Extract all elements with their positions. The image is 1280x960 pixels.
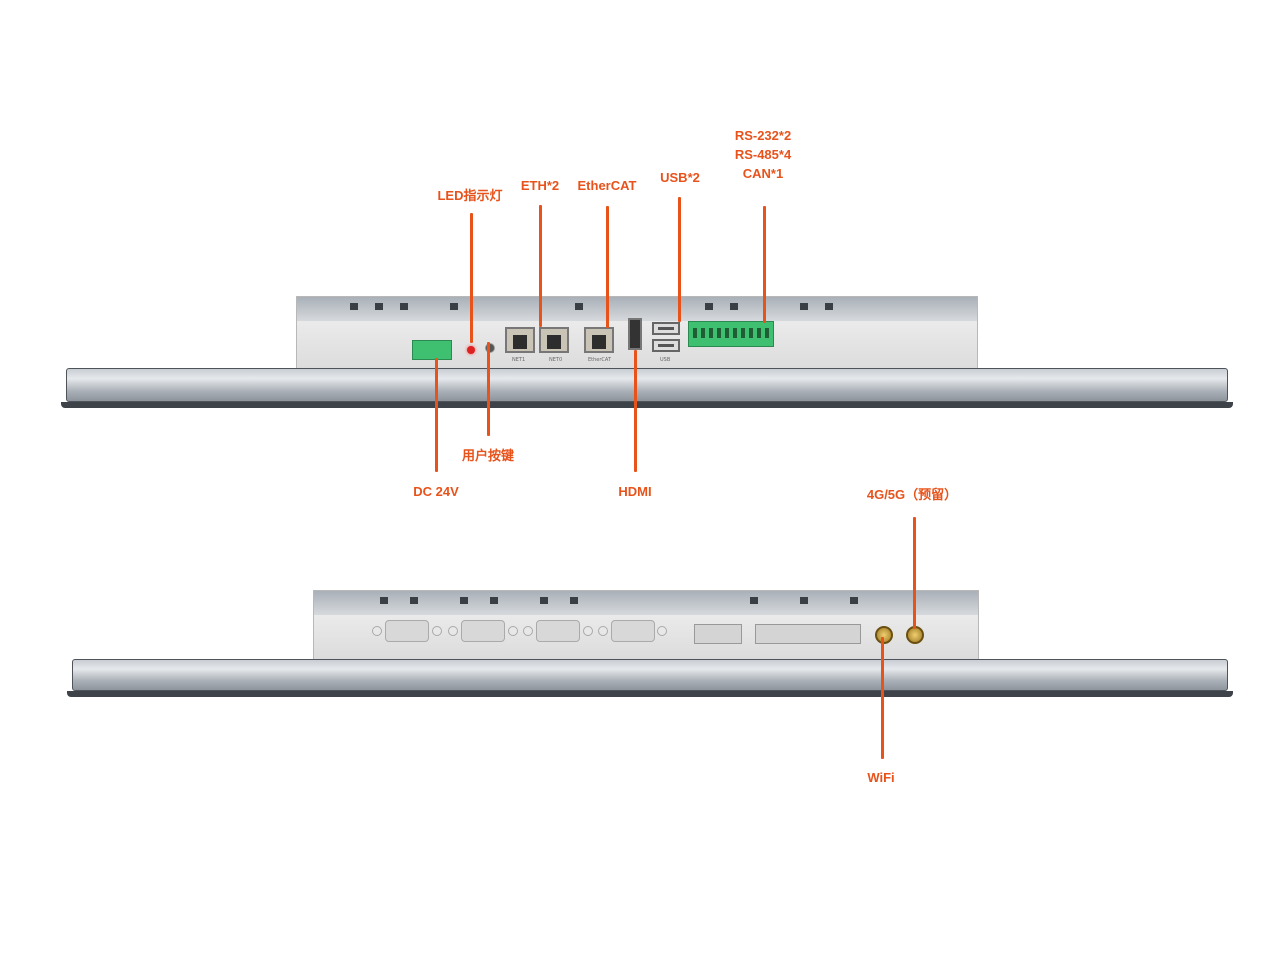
vent: [450, 303, 458, 310]
top-front-bezel: [61, 368, 1233, 408]
callout-line-dc: [435, 358, 438, 472]
db9-port-blank: [611, 620, 655, 642]
db9-screw: [657, 626, 667, 636]
terminal-pin: [701, 328, 705, 338]
terminal-pin: [709, 328, 713, 338]
callout-line-user-key: [487, 342, 490, 436]
vent: [350, 303, 358, 310]
callout-line-eth: [539, 205, 542, 327]
port-print-usb: USB: [660, 357, 671, 363]
db9-screw: [448, 626, 458, 636]
vent: [490, 597, 498, 604]
terminal-pin: [733, 328, 737, 338]
bottom-housing-bevel: [314, 591, 978, 615]
label-wifi: WiFi: [867, 770, 895, 785]
rj45-port-net1: [505, 327, 535, 353]
terminal-pin: [693, 328, 697, 338]
db9-screw: [372, 626, 382, 636]
callout-line-ethercat: [606, 206, 609, 328]
vent: [400, 303, 408, 310]
terminal-pin: [725, 328, 729, 338]
top-bezel-shadow: [61, 402, 1233, 408]
terminal-pin: [757, 328, 761, 338]
db9-screw: [598, 626, 608, 636]
label-can: CAN*1: [742, 166, 784, 181]
db9-screw: [523, 626, 533, 636]
vent: [410, 597, 418, 604]
label-ethercat: EtherCAT: [577, 178, 637, 193]
led-indicator: [467, 346, 475, 354]
port-print-ethercat: EtherCAT: [588, 357, 611, 363]
label-rs485: RS-485*4: [734, 147, 792, 162]
vent: [575, 303, 583, 310]
label-hdmi: HDMI: [618, 484, 652, 499]
label-eth: ETH*2: [520, 178, 560, 193]
terminal-pin: [741, 328, 745, 338]
vent: [460, 597, 468, 604]
label-dc: DC 24V: [413, 484, 459, 499]
top-housing: [296, 296, 978, 370]
wifi-antenna-connector: [875, 626, 893, 644]
usb-port-lower: [652, 339, 680, 352]
usb-port-upper: [652, 322, 680, 335]
port-print-net0: NET0: [549, 357, 563, 363]
vent: [570, 597, 578, 604]
db9-port-blank: [536, 620, 580, 642]
bottom-front-bezel: [67, 659, 1233, 697]
port-print-net1: NET1: [512, 357, 526, 363]
label-serial: RS-232*2 RS-485*4 CAN*1: [703, 126, 823, 183]
terminal-pin: [765, 328, 769, 338]
top-housing-bevel: [297, 297, 977, 321]
bottom-bezel-shadow: [67, 691, 1233, 697]
serial-terminal-block: [688, 321, 774, 347]
callout-line-led: [470, 213, 473, 343]
dc-power-terminal: [412, 340, 452, 360]
rj45-port-ethercat: [584, 327, 614, 353]
callout-line-usb: [678, 197, 681, 322]
callout-line-hdmi: [634, 350, 637, 472]
label-rs232: RS-232*2: [734, 128, 792, 143]
hdmi-port: [628, 318, 642, 350]
label-lte: 4G/5G（预留）: [866, 487, 958, 502]
label-usb: USB*2: [660, 170, 700, 185]
db9-screw: [508, 626, 518, 636]
blank-cover-large: [755, 624, 861, 644]
vent: [540, 597, 548, 604]
vent: [850, 597, 858, 604]
vent: [375, 303, 383, 310]
callout-line-lte: [913, 517, 916, 629]
vent: [750, 597, 758, 604]
db9-port-blank: [461, 620, 505, 642]
db9-port-blank: [385, 620, 429, 642]
label-user-key: 用户按键: [461, 448, 515, 463]
callout-line-serial: [763, 206, 766, 323]
label-led: LED指示灯: [437, 188, 503, 203]
db9-screw: [432, 626, 442, 636]
db9-screw: [583, 626, 593, 636]
vent: [825, 303, 833, 310]
callout-line-wifi: [881, 637, 884, 759]
terminal-pin: [717, 328, 721, 338]
vent: [705, 303, 713, 310]
blank-cover-small: [694, 624, 742, 644]
vent: [800, 597, 808, 604]
vent: [800, 303, 808, 310]
rj45-port-net0: [539, 327, 569, 353]
terminal-pin: [749, 328, 753, 338]
vent: [380, 597, 388, 604]
user-key-button: [485, 343, 495, 353]
vent: [730, 303, 738, 310]
